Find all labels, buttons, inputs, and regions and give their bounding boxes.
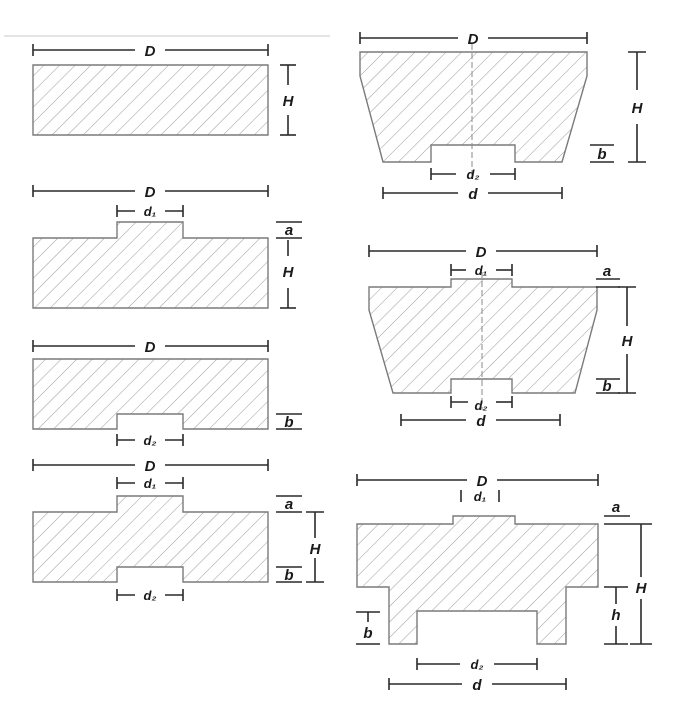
shape-5-label-b: b bbox=[597, 146, 606, 163]
shape-6-label-d: d bbox=[476, 413, 486, 430]
shape-2-dim-a: a bbox=[276, 221, 302, 239]
shape-6-dim-d1: d₁ bbox=[450, 263, 513, 278]
shape-4-label-H: H bbox=[310, 541, 322, 558]
shape-3-dim-b: b bbox=[276, 413, 302, 431]
shape-7-label-d: d bbox=[472, 677, 482, 694]
shape-3-dim-D: D bbox=[32, 339, 269, 356]
shape-7-label-a: a bbox=[612, 499, 620, 516]
shape-1-label-D: D bbox=[145, 43, 156, 60]
shape-6-label-b: b bbox=[602, 378, 611, 395]
shape-5-label-H: H bbox=[632, 100, 644, 117]
shape-4-label-a: a bbox=[285, 496, 293, 513]
shape-4-dim-d1: d₁ bbox=[116, 476, 184, 491]
shape-6-dim-d2: d₂ bbox=[450, 396, 513, 413]
shape-5-dim-D: D bbox=[359, 31, 588, 48]
shape-3-body bbox=[32, 358, 269, 430]
shape-6-dim-b: b bbox=[596, 378, 620, 395]
shape-5-dim-b: b bbox=[590, 144, 614, 163]
shape-7-dim-D: D bbox=[356, 473, 599, 490]
shape-5-body bbox=[359, 51, 588, 163]
shape-2-body bbox=[32, 221, 269, 309]
shape-7-dim-H: H bbox=[630, 523, 652, 645]
shape-2-label-D: D bbox=[145, 184, 156, 201]
shape-3-bottom-recess: D b d₂ bbox=[32, 339, 302, 448]
shape-2-label-d1: d₁ bbox=[144, 204, 157, 219]
shape-5-tapered-recess: D H b d₂ d bbox=[359, 31, 646, 203]
shape-4-dim-D: D bbox=[32, 458, 269, 475]
shape-7-dim-b: b bbox=[356, 611, 380, 645]
shape-5-dim-H: H bbox=[628, 51, 646, 163]
shape-3-label-D: D bbox=[145, 339, 156, 356]
shape-3-dim-d2: d₂ bbox=[116, 433, 184, 448]
shape-2-label-a: a bbox=[285, 222, 293, 239]
shape-1-dim-H: H bbox=[280, 64, 296, 136]
shape-4-dim-a: a bbox=[276, 495, 302, 513]
shape-3-label-d2: d₂ bbox=[144, 433, 157, 448]
shape-6-label-a: a bbox=[603, 263, 611, 280]
shape-4-label-b: b bbox=[284, 567, 293, 584]
shape-4-label-d1: d₁ bbox=[144, 476, 157, 491]
shape-5-label-d2: d₂ bbox=[467, 167, 480, 182]
shape-2-dim-H: H bbox=[280, 240, 296, 309]
shape-4-boss-and-recess: D d₁ a H b bbox=[32, 458, 324, 603]
shape-7-flanged-legs: D d₁ a H h b bbox=[356, 473, 652, 694]
shape-7-dim-d: d bbox=[388, 677, 567, 694]
shape-6-tapered-boss-recess: D d₁ a H b bbox=[368, 244, 636, 430]
shape-3-label-b: b bbox=[284, 414, 293, 431]
shape-4-label-D: D bbox=[145, 458, 156, 475]
shape-7-dim-d2: d₂ bbox=[416, 657, 538, 672]
shape-7-dim-h: h bbox=[604, 586, 628, 645]
shape-2-dim-d1: d₁ bbox=[116, 204, 184, 219]
shape-6-dim-a: a bbox=[596, 263, 620, 288]
shape-4-dim-d2: d₂ bbox=[116, 588, 184, 603]
shape-6-label-H: H bbox=[622, 333, 634, 350]
shape-7-label-D: D bbox=[477, 473, 488, 490]
shape-7-label-d2: d₂ bbox=[471, 657, 484, 672]
shape-7-label-b: b bbox=[363, 625, 372, 642]
shape-6-dim-D: D bbox=[368, 244, 598, 261]
shape-5-dim-d: d bbox=[382, 186, 563, 203]
shape-1-body bbox=[32, 64, 269, 136]
shape-6-label-D: D bbox=[476, 244, 487, 261]
shape-4-dim-H: H bbox=[306, 511, 324, 583]
shape-7-body bbox=[356, 515, 599, 645]
shape-7-dim-d1: d₁ bbox=[460, 489, 500, 504]
shape-7-label-h: h bbox=[611, 607, 620, 624]
shape-7-label-d1: d₁ bbox=[474, 489, 487, 504]
shape-6-dim-H: H bbox=[618, 286, 636, 394]
shape-2-dim-D: D bbox=[32, 184, 269, 201]
shape-4-dim-b: b bbox=[276, 566, 302, 584]
shape-5-label-d: d bbox=[468, 186, 478, 203]
shape-6-body bbox=[368, 278, 598, 394]
shape-1-dim-D: D bbox=[32, 43, 269, 60]
shape-1-plain-block: D H bbox=[32, 43, 296, 136]
shape-4-body bbox=[32, 495, 269, 583]
shape-7-dim-a: a bbox=[604, 499, 630, 525]
shape-2-top-boss: D d₁ a H bbox=[32, 184, 302, 309]
shape-7-label-H: H bbox=[636, 580, 648, 597]
shape-5-label-D: D bbox=[468, 31, 479, 48]
shape-4-label-d2: d₂ bbox=[144, 588, 157, 603]
shape-2-label-H: H bbox=[283, 264, 295, 281]
shape-6-label-d1: d₁ bbox=[475, 263, 488, 278]
shape-5-dim-d2: d₂ bbox=[430, 167, 516, 182]
shape-1-label-H: H bbox=[283, 93, 295, 110]
shape-6-dim-d: d bbox=[400, 413, 561, 430]
shape-6-label-d2: d₂ bbox=[475, 398, 488, 413]
